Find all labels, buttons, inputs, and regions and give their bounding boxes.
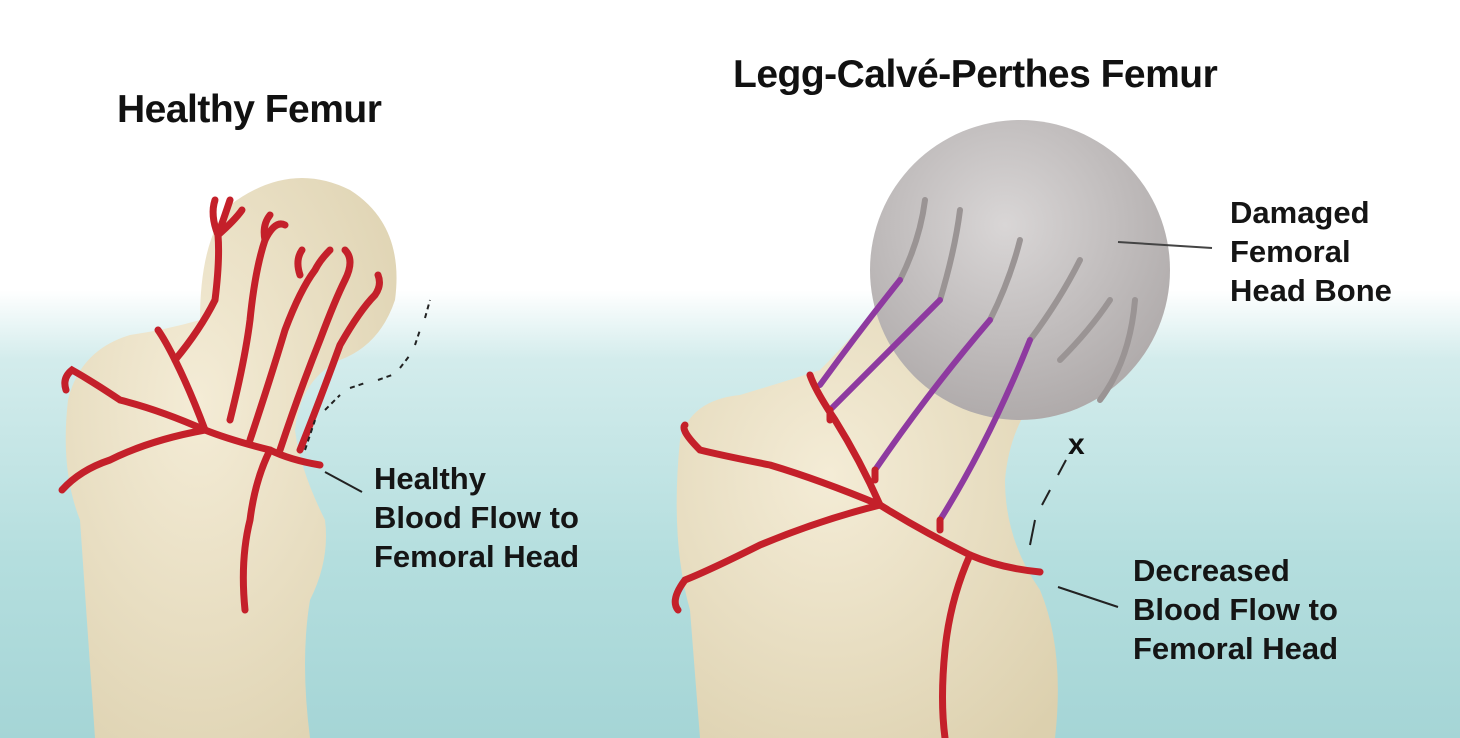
label-line: Decreased — [1133, 553, 1290, 588]
healthy-leader-line — [324, 471, 363, 493]
perthes-femur-title: Legg-Calvé-Perthes Femur — [733, 53, 1218, 96]
perthes-arteries — [671, 371, 1044, 738]
healthy-femur-title: Healthy Femur — [117, 88, 382, 131]
damaged-vessels — [817, 277, 1033, 523]
healthy-arteries — [58, 196, 383, 614]
damaged-leader-line — [1117, 241, 1213, 249]
decreased-blood-flow-label: Decreased Blood Flow to Femoral Head — [1133, 551, 1338, 668]
label-line: Femoral — [1230, 234, 1351, 269]
label-line: Femoral Head — [1133, 631, 1339, 666]
blocked-flow-x-marker: x — [1068, 428, 1085, 461]
damaged-femoral-head — [870, 120, 1170, 420]
label-line: Head Bone — [1230, 273, 1392, 308]
healthy-blood-flow-label: Healthy Blood Flow to Femoral Head — [374, 459, 579, 576]
label-line: Blood Flow to — [1133, 592, 1338, 627]
label-line: Healthy — [374, 461, 486, 496]
perthes-leader-line — [1057, 586, 1119, 608]
healthy-flow-arrows — [304, 299, 431, 451]
label-line: Damaged — [1230, 195, 1370, 230]
decreased-flow-arrows — [1029, 459, 1067, 546]
label-line: Femoral Head — [374, 539, 580, 574]
perthes-femur — [671, 120, 1213, 738]
damaged-head-label: Damaged Femoral Head Bone — [1230, 193, 1392, 310]
label-line: Blood Flow to — [374, 500, 579, 535]
healthy-femur — [58, 178, 431, 738]
